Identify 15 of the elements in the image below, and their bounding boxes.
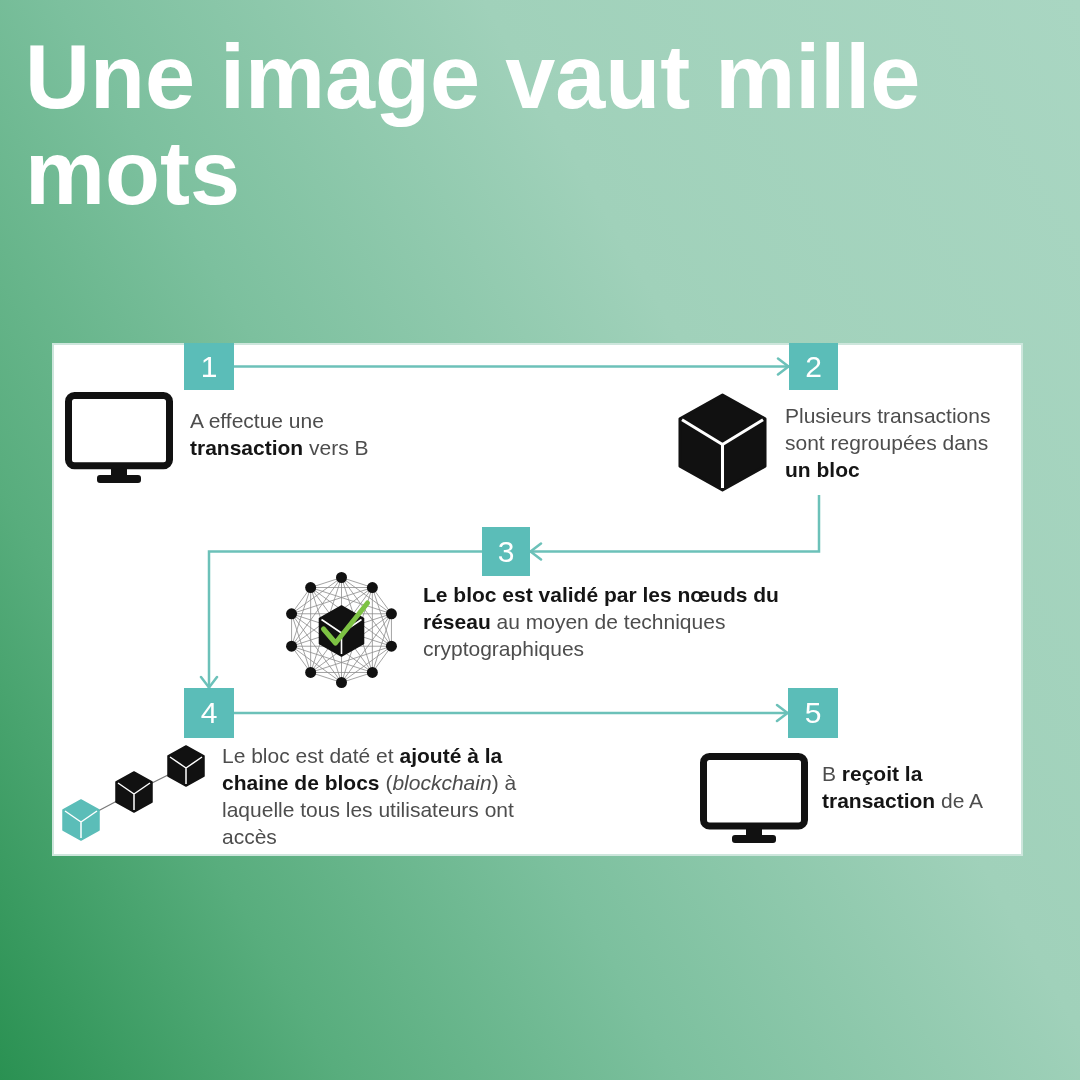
step-description: Le bloc est validé par les nœuds du réseau au moyen de techniques cryptographiques (423, 582, 780, 662)
step-number-badge: 5 (788, 688, 838, 738)
step-number-badge: 1 (184, 343, 234, 390)
arrow (234, 703, 789, 723)
step-number-badge: 3 (482, 527, 530, 576)
step-number-badge: 4 (184, 688, 234, 738)
step-description: B reçoit la transaction de A (822, 761, 985, 814)
step-description: A effectue une transaction vers B (190, 408, 370, 461)
title: Une image vaut mille mots (25, 29, 922, 221)
step-description: Le bloc est daté et ajouté à la chaine de blocs (blockchain) à laquelle tous les utilisateurs ont accès (222, 743, 518, 850)
arrow (199, 550, 482, 689)
arrow (234, 357, 790, 376)
arrow (529, 495, 821, 561)
step-number-badge: 2 (789, 343, 838, 390)
step-description: Plusieurs transactions sont regroupées dans un bloc (785, 403, 992, 483)
